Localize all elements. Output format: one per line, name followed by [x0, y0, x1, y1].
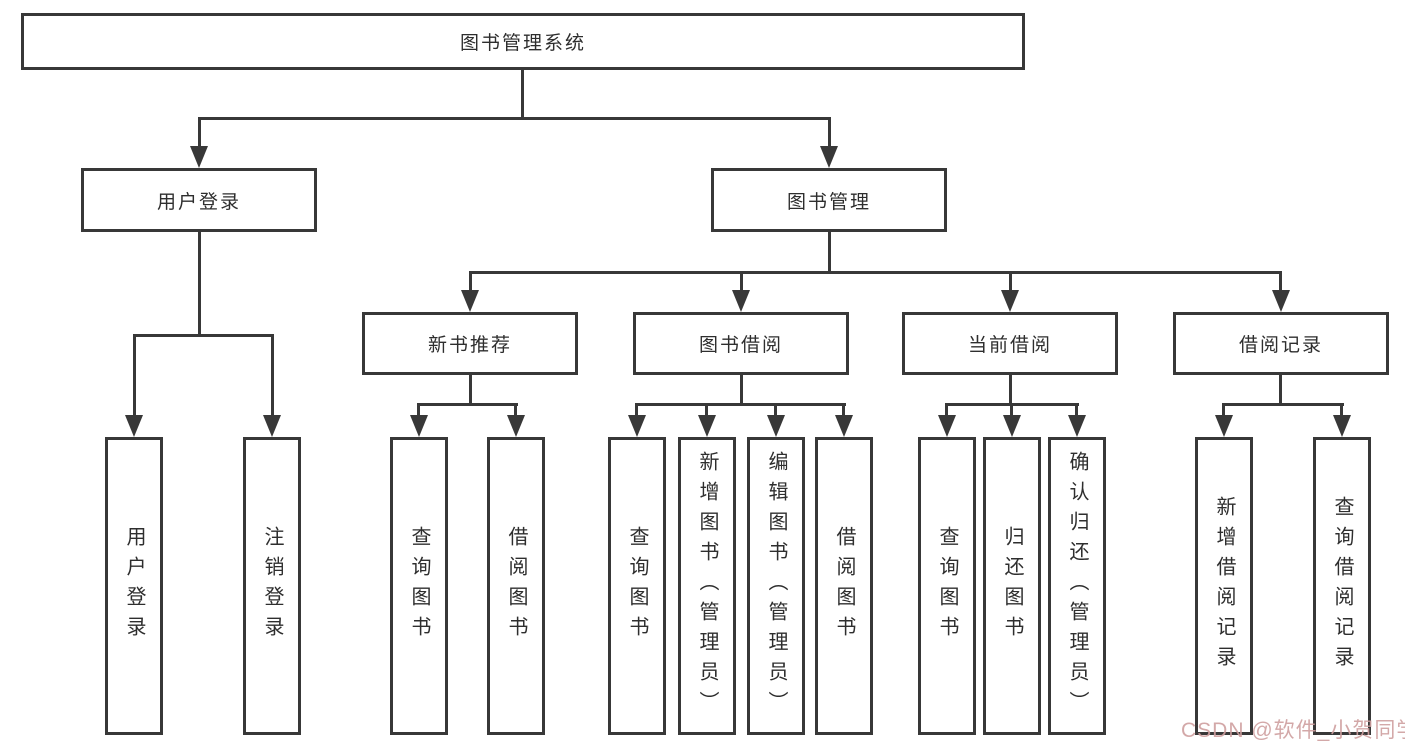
arrowhead-down-icon	[461, 290, 479, 312]
arrowhead-down-icon	[1001, 290, 1019, 312]
arrowhead-down-icon	[1003, 415, 1021, 437]
leaf-bor-add-book-admin: 新增图书（管理员）	[678, 437, 736, 735]
arrowhead-down-icon	[125, 415, 143, 437]
arrowhead-down-icon	[628, 415, 646, 437]
node-root-system: 图书管理系统	[21, 13, 1025, 70]
arrowhead-down-icon	[835, 415, 853, 437]
connector-section-trunk	[1279, 373, 1282, 406]
arrowhead-down-icon	[767, 415, 785, 437]
arrowhead-down-icon	[698, 415, 716, 437]
node-book-management: 图书管理	[711, 168, 947, 232]
leaf-logout: 注销登录	[243, 437, 301, 735]
connector-drop	[635, 403, 638, 419]
connector-level1-bar	[198, 117, 830, 120]
connector-section-trunk	[740, 373, 743, 406]
connector-mgmt-bar	[469, 271, 1282, 274]
connector-drop	[1279, 271, 1282, 294]
leaf-bor-query-book: 查询图书	[608, 437, 666, 735]
connector-drop	[271, 334, 274, 419]
node-book-borrow: 图书借阅	[633, 312, 849, 375]
connector-drop	[1009, 271, 1012, 294]
connector-section-trunk	[1009, 373, 1012, 406]
connector-drop	[417, 403, 420, 419]
arrowhead-down-icon	[732, 290, 750, 312]
connector-drop	[514, 403, 517, 419]
connector-login-trunk	[198, 230, 201, 336]
connector-drop	[828, 117, 831, 149]
arrowhead-down-icon	[263, 415, 281, 437]
leaf-cur-query-book: 查询图书	[918, 437, 976, 735]
arrowhead-down-icon	[1068, 415, 1086, 437]
node-borrow-records: 借阅记录	[1173, 312, 1389, 375]
node-current-borrow: 当前借阅	[902, 312, 1118, 375]
connector-drop	[945, 403, 948, 419]
arrowhead-down-icon	[1333, 415, 1351, 437]
connector-mgmt-trunk	[828, 230, 831, 274]
connector-drop	[842, 403, 845, 419]
connector-section-bar	[636, 403, 846, 406]
connector-drop	[1010, 403, 1013, 419]
connector-drop	[1340, 403, 1343, 419]
node-user-login: 用户登录	[81, 168, 317, 232]
arrowhead-down-icon	[938, 415, 956, 437]
connector-drop	[133, 334, 136, 419]
connector-section-bar	[1223, 403, 1344, 406]
arrowhead-down-icon	[820, 146, 838, 168]
connector-drop	[198, 117, 201, 149]
leaf-record-query: 查询借阅记录	[1313, 437, 1371, 735]
arrowhead-down-icon	[1215, 415, 1233, 437]
connector-section-trunk	[469, 373, 472, 406]
leaf-bor-borrow-book: 借阅图书	[815, 437, 873, 735]
csdn-watermark: CSDN @软件_小贺同学	[1181, 719, 1405, 742]
connector-drop	[705, 403, 708, 419]
leaf-user-login: 用户登录	[105, 437, 163, 735]
connector-root-trunk	[521, 68, 524, 120]
arrowhead-down-icon	[507, 415, 525, 437]
connector-login-bar	[133, 334, 274, 337]
arrowhead-down-icon	[1272, 290, 1290, 312]
arrowhead-down-icon	[190, 146, 208, 168]
connector-drop	[1222, 403, 1225, 419]
arrowhead-down-icon	[410, 415, 428, 437]
node-new-book-recommend: 新书推荐	[362, 312, 578, 375]
connector-section-bar	[418, 403, 518, 406]
leaf-rec-borrow-book: 借阅图书	[487, 437, 545, 735]
connector-drop	[740, 271, 743, 294]
connector-drop	[469, 271, 472, 294]
connector-drop	[774, 403, 777, 419]
leaf-cur-return-book: 归还图书	[983, 437, 1041, 735]
leaf-cur-confirm-return-admin: 确认归还（管理员）	[1048, 437, 1106, 735]
leaf-rec-query-book: 查询图书	[390, 437, 448, 735]
leaf-record-add: 新增借阅记录	[1195, 437, 1253, 735]
connector-drop	[1075, 403, 1078, 419]
leaf-bor-edit-book-admin: 编辑图书（管理员）	[747, 437, 805, 735]
